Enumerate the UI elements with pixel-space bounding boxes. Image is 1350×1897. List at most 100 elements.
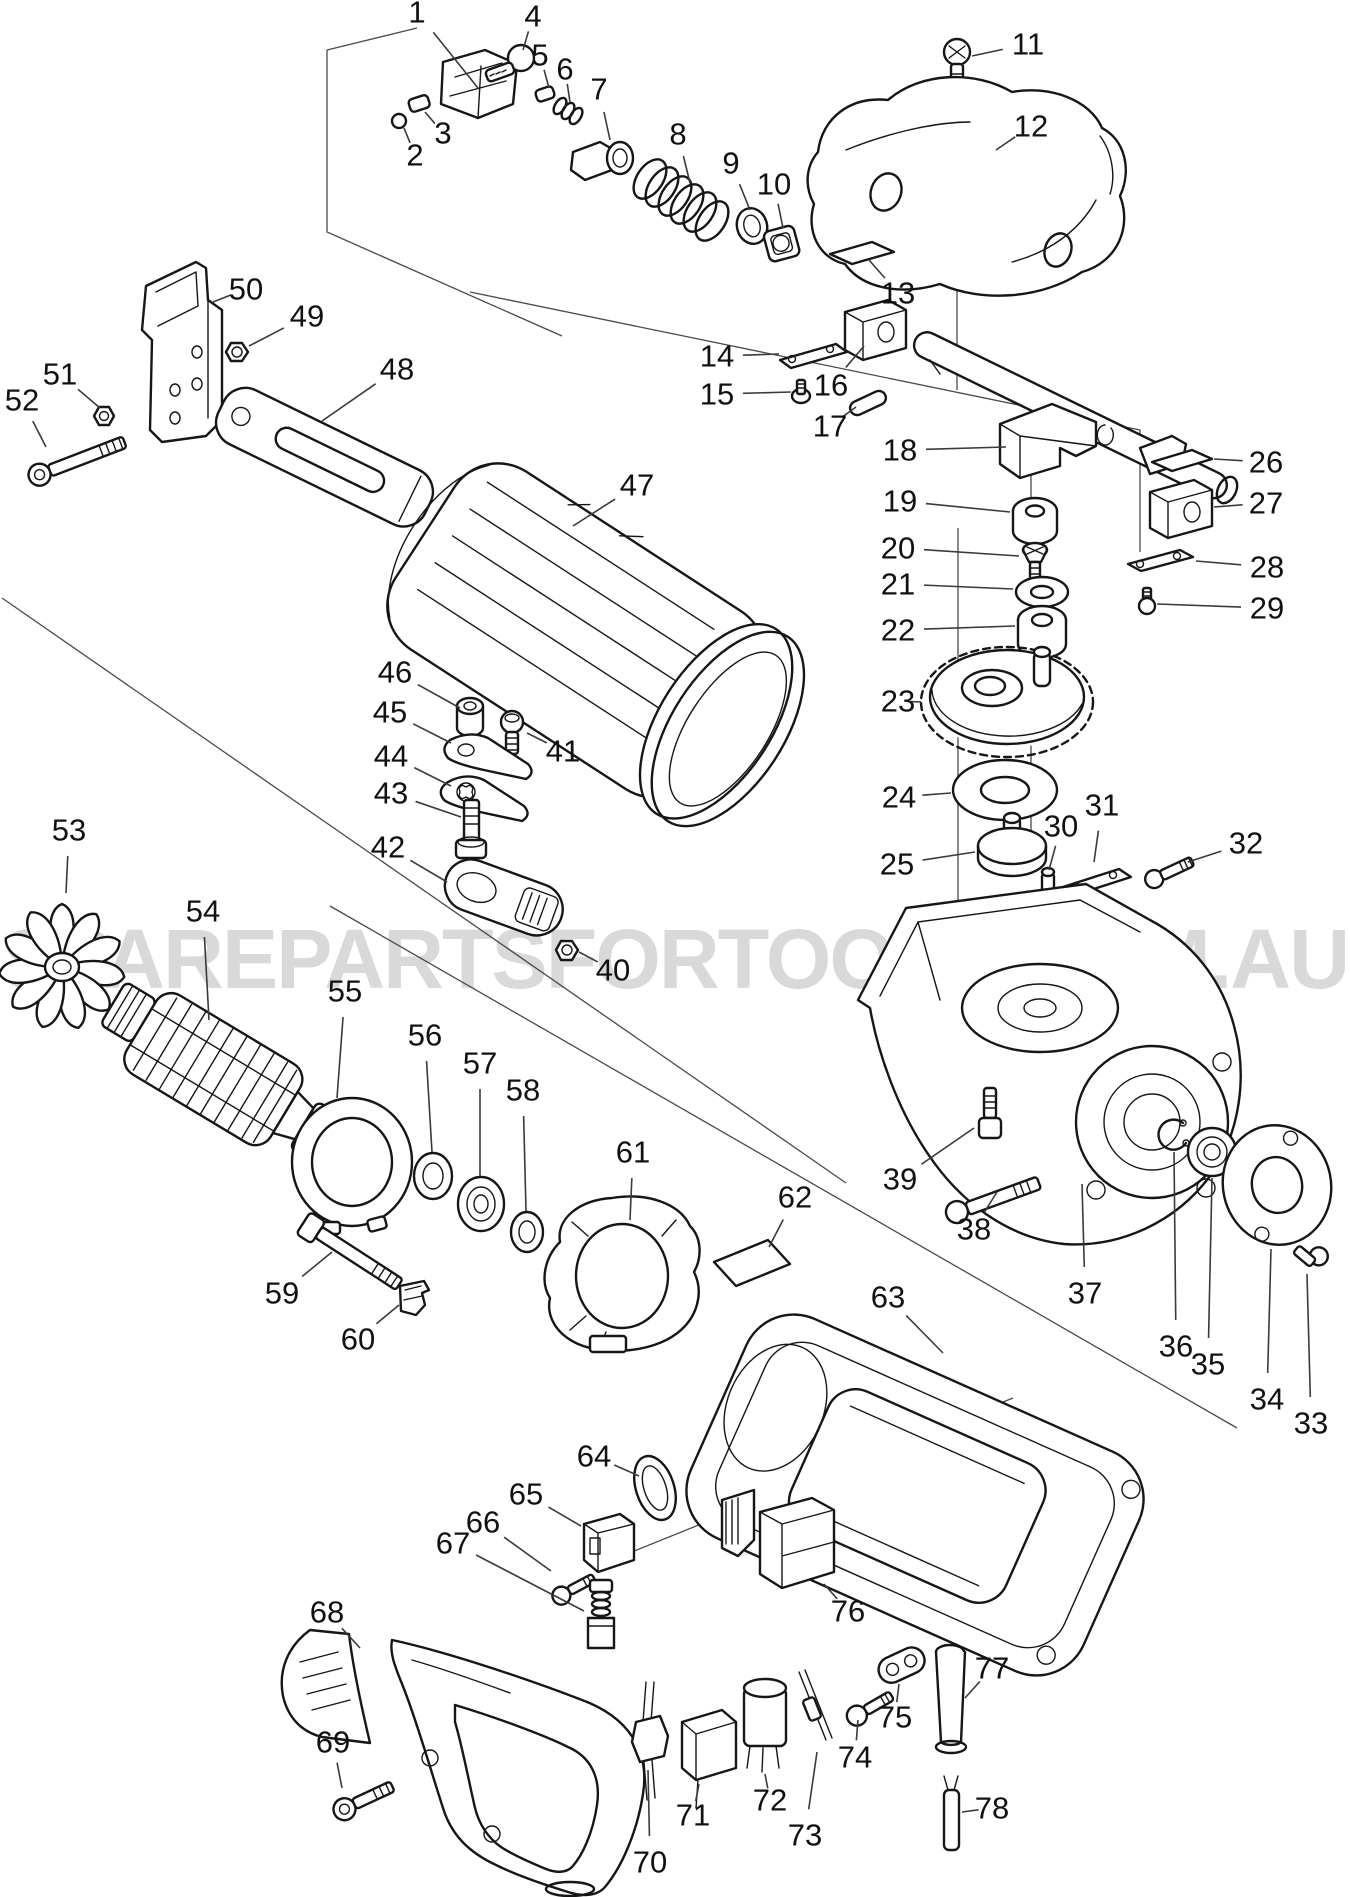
part-label-17: 17 xyxy=(813,409,847,444)
leader-line-53 xyxy=(65,855,69,894)
part-label-26: 26 xyxy=(1249,445,1283,480)
part-label-40: 40 xyxy=(596,953,630,988)
part-label-33: 33 xyxy=(1294,1406,1328,1441)
leader-line-2 xyxy=(403,127,411,144)
leader-line-28 xyxy=(1195,560,1242,566)
slider-rod-18 xyxy=(912,331,1239,505)
switch-76 xyxy=(720,1488,836,1590)
part-label-50: 50 xyxy=(229,272,263,307)
part-label-30: 30 xyxy=(1044,809,1078,844)
slider-group xyxy=(778,240,1239,902)
part-label-22: 22 xyxy=(881,613,915,648)
part-label-24: 24 xyxy=(882,780,916,815)
part-label-45: 45 xyxy=(373,695,407,730)
part-label-59: 59 xyxy=(265,1276,299,1311)
part-label-70: 70 xyxy=(633,1845,667,1880)
leader-line-47 xyxy=(572,498,616,527)
leader-line-66 xyxy=(503,1536,552,1572)
leader-line-14 xyxy=(742,353,780,356)
leader-line-22 xyxy=(923,625,1016,630)
leader-line-58 xyxy=(522,1115,527,1212)
leader-line-61 xyxy=(629,1177,633,1221)
leader-line-25 xyxy=(922,851,976,861)
leader-line-23 xyxy=(908,700,922,703)
leader-line-15 xyxy=(742,391,792,395)
leader-line-43 xyxy=(415,800,462,818)
part-label-62: 62 xyxy=(778,1180,812,1215)
leader-line-74 xyxy=(855,1719,859,1741)
leader-line-27 xyxy=(1213,504,1243,508)
leader-line-34 xyxy=(1266,1248,1272,1374)
part-label-23: 23 xyxy=(881,684,915,719)
part-label-52: 52 xyxy=(5,383,39,418)
part-label-15: 15 xyxy=(700,377,734,412)
part-label-75: 75 xyxy=(878,1700,912,1735)
part-label-14: 14 xyxy=(700,339,734,374)
leader-line-44 xyxy=(413,766,452,787)
leader-line-62 xyxy=(768,1219,785,1248)
leader-line-5 xyxy=(543,69,550,89)
part-label-47: 47 xyxy=(620,468,654,503)
leader-line-75 xyxy=(896,1683,900,1703)
part-label-57: 57 xyxy=(463,1046,497,1081)
housing-cover-group xyxy=(806,37,1127,297)
leader-line-38 xyxy=(983,1191,998,1213)
leader-line-26 xyxy=(1213,458,1243,462)
sleeve-78 xyxy=(942,1775,961,1852)
part-label-31: 31 xyxy=(1085,788,1119,823)
part-label-78: 78 xyxy=(975,1791,1009,1826)
part-label-43: 43 xyxy=(374,776,408,811)
electronics-group xyxy=(630,1643,968,1852)
part-label-69: 69 xyxy=(316,1725,350,1760)
part-label-13: 13 xyxy=(881,276,915,311)
part-label-74: 74 xyxy=(838,1740,872,1775)
leader-line-52 xyxy=(32,420,47,448)
part-label-20: 20 xyxy=(881,531,915,566)
part-label-37: 37 xyxy=(1068,1276,1102,1311)
part-label-77: 77 xyxy=(975,1651,1009,1686)
leader-line-54 xyxy=(203,936,210,1021)
leader-line-4 xyxy=(522,31,530,51)
leader-line-9 xyxy=(738,183,751,211)
part-label-16: 16 xyxy=(814,368,848,403)
leader-line-30 xyxy=(1048,845,1057,871)
part-label-1: 1 xyxy=(408,0,425,30)
leader-line-16 xyxy=(845,345,865,368)
part-label-39: 39 xyxy=(883,1162,917,1197)
leader-line-24 xyxy=(922,792,952,796)
leader-line-35 xyxy=(1207,1177,1213,1339)
leader-line-50 xyxy=(212,294,232,303)
handle-group xyxy=(280,1628,646,1897)
leader-line-45 xyxy=(412,723,452,744)
part-label-42: 42 xyxy=(371,830,405,865)
leader-line-8 xyxy=(682,155,691,184)
leader-line-17 xyxy=(841,406,857,419)
part-label-63: 63 xyxy=(871,1280,905,1315)
leader-line-46 xyxy=(417,683,461,709)
part-label-18: 18 xyxy=(883,433,917,468)
part-label-2: 2 xyxy=(406,138,423,173)
part-label-8: 8 xyxy=(669,117,686,152)
part-label-32: 32 xyxy=(1229,826,1263,861)
part-label-34: 34 xyxy=(1250,1382,1284,1417)
part-label-72: 72 xyxy=(753,1783,787,1818)
part-label-66: 66 xyxy=(466,1505,500,1540)
part-label-11: 11 xyxy=(1012,27,1044,62)
part-label-51: 51 xyxy=(43,357,77,392)
leader-line-48 xyxy=(321,383,377,422)
part-label-36: 36 xyxy=(1159,1329,1193,1364)
part-label-73: 73 xyxy=(788,1818,822,1853)
part-label-27: 27 xyxy=(1249,486,1283,521)
part-label-5: 5 xyxy=(531,38,548,73)
part-label-35: 35 xyxy=(1191,1347,1225,1382)
boot-77 xyxy=(934,1643,968,1755)
part-label-7: 7 xyxy=(590,72,607,107)
part-label-48: 48 xyxy=(380,352,414,387)
field-coil-group xyxy=(543,1195,792,1354)
leader-line-36 xyxy=(1173,1151,1177,1321)
leader-line-73 xyxy=(807,1751,818,1810)
part-label-53: 53 xyxy=(52,813,86,848)
